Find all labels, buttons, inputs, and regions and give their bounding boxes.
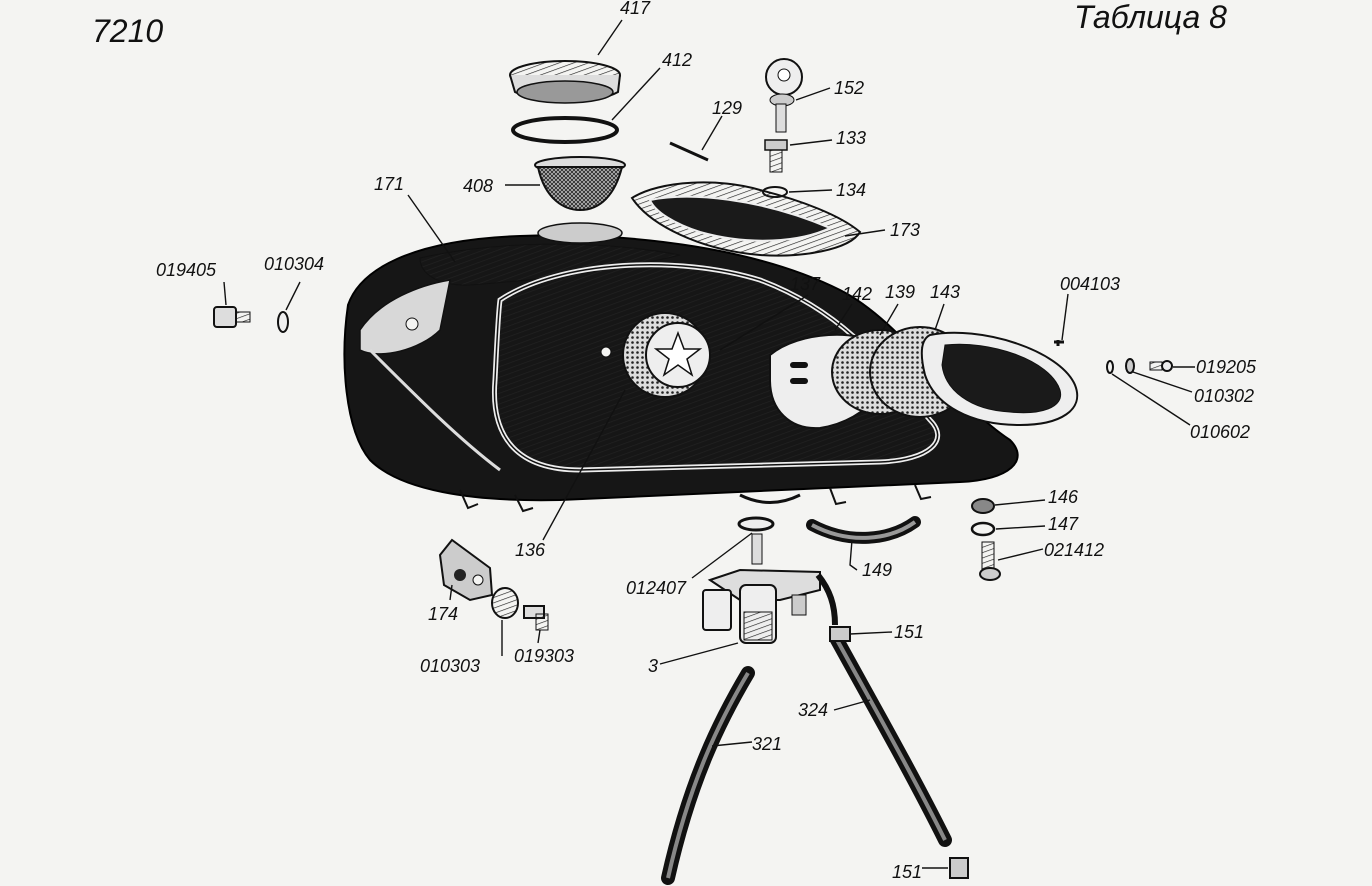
- fuel-tap: [702, 533, 838, 644]
- label-142: 142: [842, 284, 872, 304]
- label-174: 174: [428, 604, 458, 624]
- washer-147: [970, 521, 996, 537]
- label-146: 146: [1048, 487, 1079, 507]
- table-title: Таблица 8: [1074, 0, 1227, 35]
- hose-clip-lower: [949, 857, 969, 879]
- label-010303: 010303: [420, 656, 480, 676]
- label-137: 137: [790, 274, 821, 294]
- label-417: 417: [620, 0, 651, 18]
- label-3: 3: [648, 656, 658, 676]
- label-151-lower: 151: [892, 862, 922, 882]
- cap-gasket: [511, 116, 619, 144]
- label-136: 136: [515, 540, 546, 560]
- washer-010303: [491, 587, 519, 619]
- label-134: 134: [836, 180, 866, 200]
- label-012407: 012407: [626, 578, 687, 598]
- washer-010602: [1106, 360, 1114, 374]
- label-152: 152: [834, 78, 864, 98]
- hose-149-highlight: [811, 520, 917, 540]
- label-147: 147: [1048, 514, 1079, 534]
- screw-019205: [1149, 360, 1173, 372]
- label-143: 143: [930, 282, 960, 302]
- label-139: 139: [885, 282, 915, 302]
- label-151-upper: 151: [894, 622, 924, 642]
- label-019303: 019303: [514, 646, 574, 666]
- bolt-019303: [523, 605, 549, 631]
- hose-clip-upper: [829, 626, 851, 642]
- sheet-code: 7210: [92, 13, 163, 49]
- bolt-021412: [979, 541, 1001, 581]
- label-408: 408: [463, 176, 493, 196]
- label-004103: 004103: [1060, 274, 1120, 294]
- label-324: 324: [798, 700, 828, 720]
- knee-pad-assembly: [769, 326, 1078, 430]
- bracket-174: [438, 538, 494, 602]
- label-019205: 019205: [1196, 357, 1257, 377]
- label-149: 149: [862, 560, 892, 580]
- label-412: 412: [662, 50, 692, 70]
- filler-cap: [509, 60, 621, 104]
- hose-324-highlight: [834, 637, 947, 841]
- ignition-key: [765, 58, 803, 133]
- toolbox-lid: [630, 181, 862, 257]
- filler-strainer: [534, 156, 626, 212]
- pin: [669, 141, 709, 162]
- tank-badge: [600, 312, 711, 398]
- hose-321-highlight: [666, 671, 750, 879]
- label-021412: 021412: [1044, 540, 1104, 560]
- washer-010302: [1125, 358, 1135, 374]
- washer-010304: [277, 311, 289, 333]
- hose-321: [661, 666, 755, 885]
- lock-screw: [764, 139, 788, 173]
- screw-004103: [1054, 340, 1064, 346]
- label-019405: 019405: [156, 260, 217, 280]
- part-labels: 417 412 129 152 133 134 408 171 173 0194…: [156, 0, 1257, 882]
- washer-012407: [737, 516, 775, 532]
- label-321: 321: [752, 734, 782, 754]
- leader-lines: [223, 19, 1195, 869]
- label-129: 129: [712, 98, 742, 118]
- label-010304: 010304: [264, 254, 324, 274]
- label-010302: 010302: [1194, 386, 1254, 406]
- label-171: 171: [374, 174, 404, 194]
- label-133: 133: [836, 128, 866, 148]
- bolt-019405: [213, 306, 251, 328]
- nut-146: [971, 498, 995, 514]
- label-173: 173: [890, 220, 920, 240]
- label-010602: 010602: [1190, 422, 1250, 442]
